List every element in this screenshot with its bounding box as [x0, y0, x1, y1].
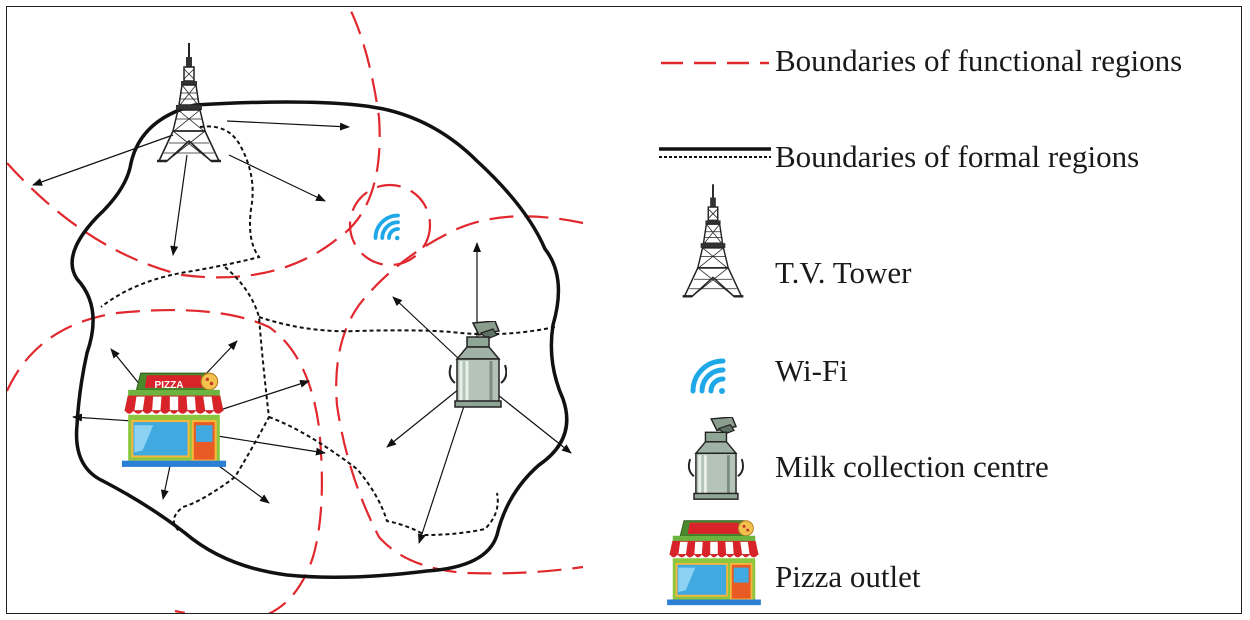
- functional-boundaries: [7, 7, 584, 613]
- diagram-frame: PIZZA Boundaries of functional regions B…: [6, 6, 1242, 614]
- legend-symbols: [659, 61, 771, 607]
- legend-wifi-icon: [693, 361, 725, 394]
- tv-tower-arrows: [32, 120, 350, 256]
- legend-milk-centre-label: Milk collection centre: [775, 449, 1049, 484]
- wifi-icon: [373, 213, 401, 241]
- legend-tv-tower-icon: [681, 183, 745, 298]
- legend-functional-label: Boundaries of functional regions: [775, 43, 1183, 78]
- pizza-sign-text: PIZZA: [155, 380, 184, 391]
- legend-formal-label: Boundaries of formal regions: [775, 139, 1140, 174]
- pizza-functional-boundary: [7, 308, 323, 613]
- tv-functional-boundary: [7, 7, 381, 279]
- legend-wifi-label: Wi-Fi: [775, 353, 848, 388]
- legend-milk-can-icon: [687, 417, 745, 501]
- legend-pizza-outlet-label: Pizza outlet: [775, 559, 921, 594]
- legend-pizza-shop-icon: [667, 519, 761, 607]
- formal-inner-boundary: [100, 125, 556, 537]
- tv-tower-icon: [155, 43, 223, 163]
- regions-map: PIZZA: [7, 7, 771, 613]
- legend-tv-tower-label: T.V. Tower: [775, 255, 912, 290]
- milk-centre-arrows: [386, 242, 572, 544]
- wifi-functional-boundary: [348, 183, 432, 267]
- milk-functional-boundary: [335, 215, 584, 575]
- formal-outer-boundary: [70, 100, 569, 579]
